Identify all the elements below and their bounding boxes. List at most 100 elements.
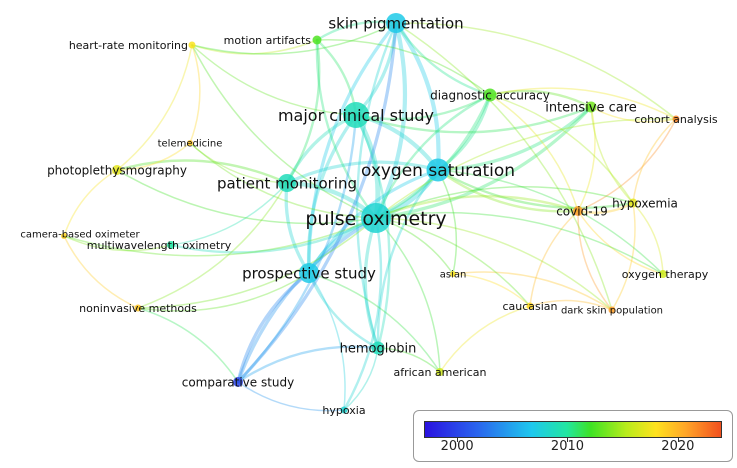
node-photoplethysmography[interactable] bbox=[112, 165, 122, 175]
edge-69 bbox=[632, 202, 664, 275]
legend-tick-mark-2000 bbox=[457, 437, 459, 442]
edge-63 bbox=[189, 142, 288, 184]
label-hypoxia: hypoxia bbox=[322, 404, 365, 417]
edge-68 bbox=[137, 272, 310, 312]
edge-17 bbox=[436, 168, 635, 210]
node-asian[interactable] bbox=[450, 271, 456, 277]
label-camera-based-oximeter: camera-based oximeter bbox=[20, 230, 140, 241]
edge-45 bbox=[529, 299, 613, 311]
node-telemedicine[interactable] bbox=[187, 140, 193, 146]
network-edges bbox=[63, 20, 677, 412]
label-patient-monitoring: patient monitoring bbox=[217, 174, 357, 192]
edge-36 bbox=[237, 381, 345, 412]
edge-29 bbox=[115, 159, 289, 185]
edge-66 bbox=[170, 182, 288, 246]
edge-15 bbox=[376, 168, 440, 350]
edge-65 bbox=[169, 216, 378, 254]
edge-85 bbox=[189, 142, 377, 219]
node-prospective-study[interactable] bbox=[299, 263, 319, 283]
node-comparative-study[interactable] bbox=[233, 377, 243, 387]
edge-95 bbox=[489, 94, 579, 212]
node-pulse-oximetry[interactable] bbox=[361, 203, 391, 233]
label-pulse-oximetry: pulse oximetry bbox=[305, 208, 446, 230]
edge-25 bbox=[355, 21, 398, 350]
edge-88 bbox=[137, 182, 288, 309]
edge-79 bbox=[375, 186, 634, 219]
label-comparative-study: comparative study bbox=[182, 375, 295, 389]
edge-59 bbox=[116, 142, 191, 171]
label-skin-pigmentation: skin pigmentation bbox=[328, 14, 463, 32]
label-oxygen-saturation: oxygen saturation bbox=[361, 161, 515, 181]
edge-50 bbox=[439, 305, 531, 373]
label-photoplethysmography: photoplethysmography bbox=[47, 163, 187, 177]
node-patient-monitoring[interactable] bbox=[278, 174, 296, 192]
edge-96 bbox=[489, 94, 634, 204]
node-hypoxemia[interactable] bbox=[628, 198, 638, 208]
edge-35 bbox=[137, 307, 239, 383]
node-major-clinical-study[interactable] bbox=[343, 102, 369, 128]
edge-38 bbox=[343, 347, 379, 411]
edge-16 bbox=[436, 168, 580, 213]
node-caucasian[interactable] bbox=[526, 302, 534, 310]
edge-11 bbox=[285, 160, 440, 185]
edge-44 bbox=[577, 106, 596, 212]
node-oxygen-saturation[interactable] bbox=[426, 158, 450, 182]
label-covid-19: covid-19 bbox=[556, 204, 608, 218]
edge-72 bbox=[191, 39, 318, 55]
label-diagnostic-accuracy: diagnostic accuracy bbox=[430, 88, 550, 102]
node-cohort-analysis[interactable] bbox=[672, 115, 680, 123]
node-heart-rate-monitoring[interactable] bbox=[188, 41, 196, 49]
edge-5 bbox=[363, 216, 380, 350]
edge-48 bbox=[395, 22, 613, 311]
edge-27 bbox=[394, 21, 492, 97]
legend-tick-mark-2020 bbox=[677, 437, 679, 442]
node-hypoxia[interactable] bbox=[340, 406, 348, 414]
edge-83 bbox=[375, 217, 531, 307]
node-skin-pigmentation[interactable] bbox=[386, 13, 406, 33]
node-noninvasive-methods[interactable] bbox=[134, 304, 142, 312]
node-multiwavelength-oximetry[interactable] bbox=[167, 241, 175, 249]
legend-color-bar bbox=[424, 421, 722, 438]
node-covid-19[interactable] bbox=[573, 206, 583, 216]
node-hemoglobin[interactable] bbox=[371, 341, 385, 355]
edge-58 bbox=[316, 39, 491, 96]
node-intensive-care[interactable] bbox=[585, 101, 597, 113]
edge-40 bbox=[577, 118, 677, 212]
node-dark-skin-population[interactable] bbox=[608, 306, 616, 314]
edge-52 bbox=[375, 217, 441, 373]
edge-67 bbox=[137, 217, 377, 309]
edge-13 bbox=[436, 105, 593, 172]
edge-89 bbox=[354, 113, 391, 350]
edge-82 bbox=[375, 217, 613, 311]
node-african-american[interactable] bbox=[436, 368, 444, 376]
edge-54 bbox=[488, 89, 593, 109]
edge-73 bbox=[191, 22, 397, 55]
edge-87 bbox=[236, 113, 358, 384]
edge-75 bbox=[116, 169, 377, 225]
edge-9 bbox=[393, 20, 441, 173]
label-prospective-study: prospective study bbox=[242, 264, 376, 282]
legend-tick-mark-2010 bbox=[567, 437, 569, 442]
edge-62 bbox=[189, 44, 201, 144]
node-oxygen-therapy[interactable] bbox=[659, 270, 667, 278]
edge-74 bbox=[191, 44, 357, 116]
edge-32 bbox=[236, 271, 311, 384]
edge-60 bbox=[116, 44, 193, 171]
edge-93 bbox=[375, 211, 664, 275]
edge-7 bbox=[236, 216, 378, 384]
label-intensive-care: intensive care bbox=[545, 101, 637, 116]
edge-78 bbox=[374, 93, 492, 220]
edge-24 bbox=[307, 21, 398, 275]
node-camera-based-oximeter[interactable] bbox=[61, 233, 67, 239]
label-cohort-analysis: cohort analysis bbox=[634, 113, 718, 126]
edge-76 bbox=[63, 235, 139, 309]
node-diagnostic-accuracy[interactable] bbox=[483, 88, 497, 102]
node-motion-artifacts[interactable] bbox=[312, 35, 322, 45]
edge-92 bbox=[437, 169, 458, 275]
edge-86 bbox=[63, 217, 377, 257]
edge-42 bbox=[577, 210, 613, 311]
label-asian: asian bbox=[440, 270, 467, 281]
edge-57 bbox=[489, 87, 677, 120]
